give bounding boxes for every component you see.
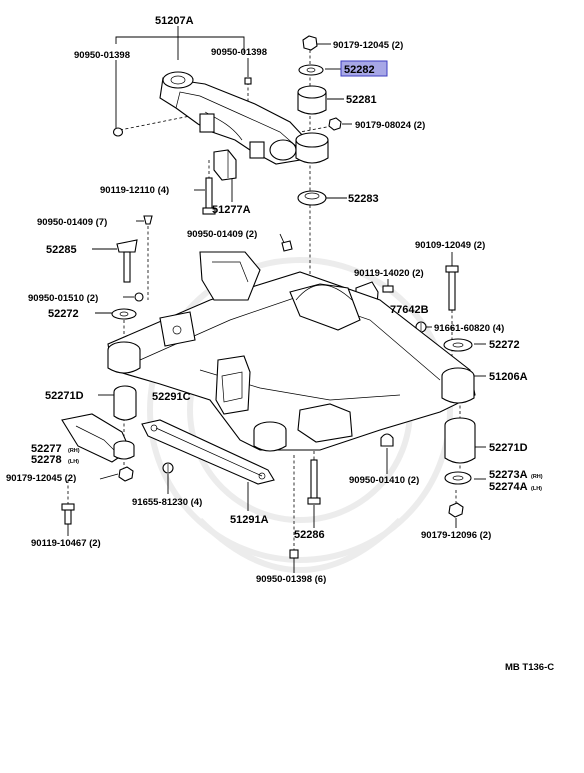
- bolt-part-90950-01398-top: [244, 77, 252, 85]
- label-91655-81230: 91655-81230 (4): [132, 497, 202, 508]
- nut-part-90950-01398-bottom: [289, 549, 299, 559]
- label-52273a: 52273A: [489, 469, 528, 481]
- stopper-part-52283: [297, 190, 327, 206]
- clip-part-90950-01410: [380, 433, 394, 447]
- label-52273a-sub: (RH): [531, 474, 543, 480]
- bushing-part-52271d-right: [444, 417, 476, 464]
- clip-part-90950-01510: [134, 292, 144, 302]
- mount-part-52291c: [215, 355, 251, 415]
- bolt-part-90109-12049: [445, 265, 459, 311]
- reference-code: MB T136-C: [505, 662, 554, 673]
- rear-support-member: [159, 71, 306, 165]
- clip-part-90950-01409-mid: [281, 240, 293, 252]
- label-90950-01409-2: 90950-01409 (2): [187, 229, 257, 240]
- bushing-large-upper: [295, 132, 329, 164]
- label-52272-right: 52272: [489, 339, 520, 351]
- washer-part-52272-right: [443, 338, 473, 352]
- callout-labels: 51207A 90950-01398 90950-01398 90179-120…: [6, 15, 554, 673]
- label-90119-14020: 90119-14020 (2): [354, 268, 424, 279]
- label-52282: 52282: [344, 64, 375, 76]
- nut-part-90179-12045: [302, 35, 318, 51]
- washer-part-52273a-52274a: [444, 471, 472, 485]
- label-90950-01398-b: 90950-01398: [211, 47, 267, 58]
- washer-part-52282: [298, 64, 324, 76]
- label-52278: 52278: [31, 454, 62, 466]
- label-51207a: 51207A: [155, 15, 194, 27]
- bolt-part-90119-10467: [61, 503, 75, 525]
- washer-part-52272-left: [111, 308, 137, 320]
- nut-part-90179-12045-low: [118, 466, 134, 482]
- label-52281: 52281: [346, 94, 377, 106]
- nut-part-90179-12096: [448, 502, 464, 518]
- label-90950-01410: 90950-01410 (2): [349, 475, 419, 486]
- label-90179-12045-low: 90179-12045 (2): [6, 473, 76, 484]
- stopper-part-52285: [116, 239, 138, 283]
- bushing-part-52281: [297, 85, 327, 115]
- label-52271d-left: 52271D: [45, 390, 84, 402]
- label-52286: 52286: [294, 529, 325, 541]
- bolt-part-90119-12110: [202, 177, 216, 215]
- label-77642b: 77642B: [390, 304, 429, 316]
- label-90119-12110: 90119-12110 (4): [100, 185, 169, 196]
- bolt-part-91655-81230: [162, 462, 174, 474]
- label-52272-left: 52272: [48, 308, 79, 320]
- brace-part-51291a: [141, 419, 275, 485]
- label-90950-01398-a: 90950-01398: [74, 50, 130, 61]
- label-52274a: 52274A: [489, 481, 528, 493]
- label-90109-12049: 90109-12049 (2): [415, 240, 485, 251]
- bracket-part-52277-52278: [61, 413, 135, 463]
- label-52283: 52283: [348, 193, 379, 205]
- label-52285: 52285: [46, 244, 77, 256]
- label-90950-01510: 90950-01510 (2): [28, 293, 98, 304]
- clip-part-90950-01409: [143, 215, 153, 225]
- highlight-box-52282: [340, 60, 388, 77]
- nut-part-90950-01398: [112, 127, 124, 137]
- label-52277: 52277: [31, 443, 62, 455]
- label-90179-12096: 90179-12096 (2): [421, 530, 491, 541]
- bracket-51277a: [213, 149, 237, 181]
- label-90179-08024: 90179-08024 (2): [355, 120, 425, 131]
- label-52271d-right: 52271D: [489, 442, 528, 454]
- label-51291a: 51291A: [230, 514, 269, 526]
- nut-part-90179-08024: [328, 117, 342, 131]
- label-52278-sub: (LH): [68, 459, 79, 465]
- label-91661-60820: 91661-60820 (4): [434, 323, 504, 334]
- bolt-part-52286: [307, 459, 321, 505]
- label-52274a-sub: (LH): [531, 486, 542, 492]
- bolt-part-90119-14020: [382, 285, 394, 293]
- label-51277a: 51277A: [212, 204, 251, 216]
- bushing-part-52271d-left: [113, 385, 137, 421]
- suspension-member-51206a: [107, 251, 476, 452]
- label-90119-10467: 90119-10467 (2): [31, 538, 101, 549]
- label-90179-12045-top: 90179-12045 (2): [333, 40, 403, 51]
- label-51206a: 51206A: [489, 371, 528, 383]
- label-52277-sub: (RH): [68, 448, 80, 454]
- label-90950-01409-7: 90950-01409 (7): [37, 217, 107, 228]
- label-52291c: 52291C: [152, 391, 191, 403]
- label-90950-01398-6: 90950-01398 (6): [256, 574, 326, 585]
